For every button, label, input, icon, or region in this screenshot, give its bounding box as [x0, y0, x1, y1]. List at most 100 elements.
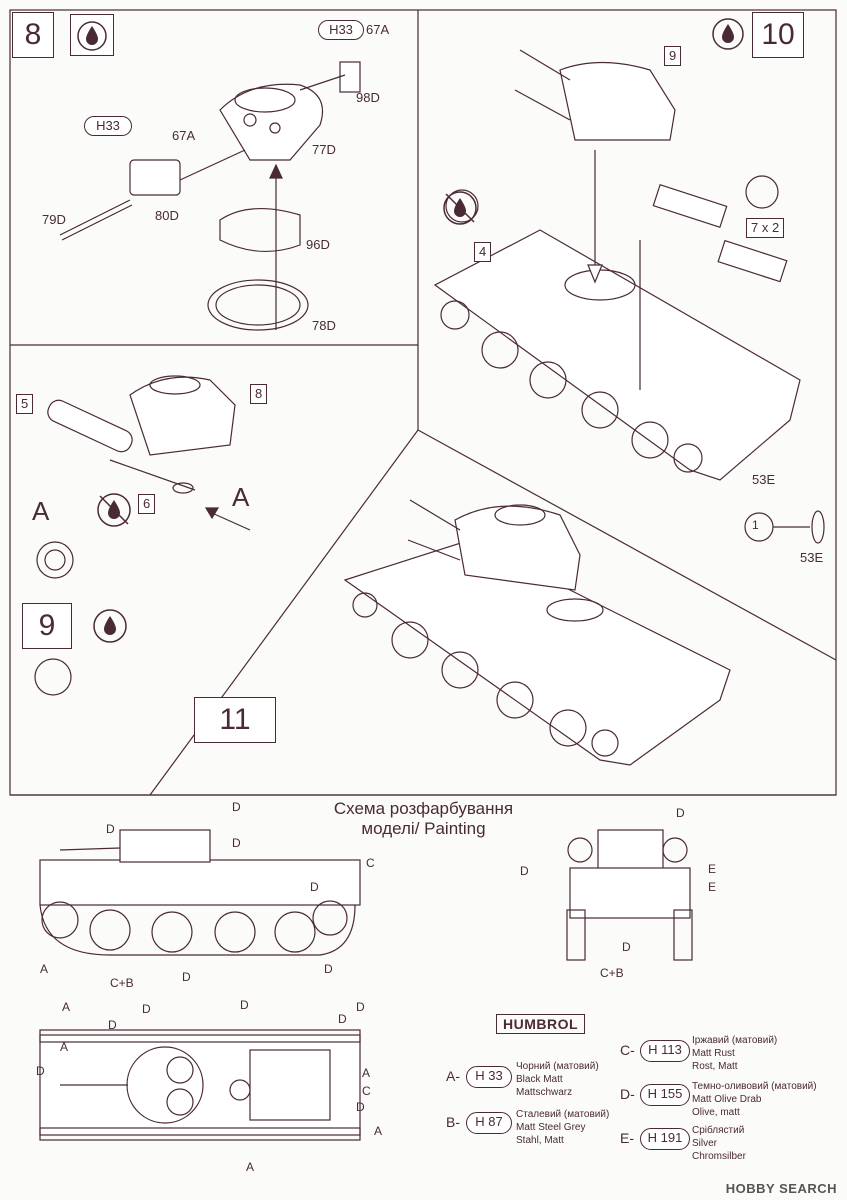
- part-label: 53E: [752, 472, 776, 487]
- paint-letter: C+B: [110, 976, 134, 990]
- part-label: 5: [16, 394, 34, 414]
- subassembly-label: 9: [664, 46, 682, 66]
- paint-code-h155: H 155: [640, 1084, 690, 1106]
- paint-letter: C: [366, 856, 375, 870]
- paint-letter: D: [324, 962, 333, 976]
- painting-title-ua: Схема розфарбування: [333, 799, 514, 818]
- paint-name-en: Matt Olive Drab: [692, 1094, 762, 1105]
- paint-letter: D: [232, 800, 241, 814]
- part-label: 67A: [366, 22, 390, 37]
- part-label: 98D: [356, 90, 380, 105]
- turret-assembly-drawing: [59, 61, 361, 331]
- glue-drop-icon: [77, 21, 107, 51]
- paint-letter-a: A-: [446, 1068, 460, 1084]
- paint-letter: D: [108, 1018, 117, 1032]
- paint-letter: A: [60, 1040, 69, 1054]
- paint-letter-d: D-: [620, 1086, 635, 1102]
- paint-name-en: Matt Rust: [692, 1048, 735, 1059]
- paint-letter: D: [676, 806, 685, 820]
- no-glue-icon-step10: [440, 188, 480, 228]
- paint-letter: C: [362, 1084, 371, 1098]
- paint-letter: D: [240, 998, 249, 1012]
- paint-letter: A: [374, 1124, 383, 1138]
- paint-letter: E: [708, 862, 717, 876]
- paint-code-h113: H 113: [640, 1040, 690, 1062]
- paint-letter: D: [338, 1012, 347, 1026]
- paint-letter: D: [232, 836, 241, 850]
- paint-callout-h33-turret: H33: [318, 20, 364, 40]
- paint-code-h191: H 191: [640, 1128, 690, 1150]
- part-label: 53E: [800, 550, 824, 565]
- paint-name-ua: Чорний (матовий): [516, 1061, 599, 1072]
- part-label: 7 x 2: [746, 218, 785, 238]
- paint-letter: E: [708, 880, 717, 894]
- paint-name-de: Olive, matt: [692, 1107, 740, 1118]
- part-label: 77D: [312, 142, 336, 157]
- gun-install-drawing: [34, 375, 251, 696]
- paint-name-ua: Іржавий (матовий): [692, 1035, 778, 1046]
- step-number-8: 8: [12, 12, 54, 58]
- humbrol-brand-label: HUMBROL: [496, 1014, 586, 1034]
- glue-drop-icon: [93, 609, 127, 643]
- glue-icon-10: [706, 14, 750, 54]
- paint-name-de: Rost, Matt: [692, 1061, 738, 1072]
- step-number-9: 9: [22, 603, 72, 649]
- paint-code-h33: H 33: [466, 1066, 512, 1088]
- paint-letter: D: [182, 970, 191, 984]
- paint-name-de: Chromsilber: [692, 1151, 746, 1162]
- paint-letter: D: [356, 1100, 365, 1114]
- paint-name-en: Matt Steel Grey: [516, 1122, 586, 1133]
- glue-icon-box-8: [70, 14, 114, 56]
- paint-letter: C+B: [600, 966, 624, 980]
- paint-letter-b: B-: [446, 1114, 460, 1130]
- part-label: 78D: [312, 318, 336, 333]
- glue-icon-9: [90, 606, 130, 646]
- paint-letter: D: [310, 880, 319, 894]
- step-number-11: 11: [194, 697, 276, 743]
- side-view-drawing: [39, 829, 361, 956]
- top-view-drawing: [39, 1029, 361, 1141]
- no-glue-icon: [443, 191, 477, 225]
- paint-letter: D: [142, 1002, 151, 1016]
- finished-tank-drawing: [343, 499, 731, 766]
- paint-name-en: Silver: [692, 1138, 718, 1149]
- view-letter: A: [32, 496, 50, 526]
- part-label: 6: [138, 494, 156, 514]
- part-label: 67A: [172, 128, 196, 143]
- paint-name-de: Mattschwarz: [516, 1087, 573, 1098]
- paint-letter: D: [356, 1000, 365, 1014]
- subassembly-label: 4: [474, 242, 492, 262]
- paint-name-de: Stahl, Matt: [516, 1135, 564, 1146]
- glue-drop-icon: [712, 18, 744, 50]
- paint-letter: D: [520, 864, 529, 878]
- paint-letter: D: [106, 822, 115, 836]
- front-view-drawing: [566, 829, 693, 961]
- hull-assembly-drawing: [433, 49, 825, 544]
- paint-letter-e: E-: [620, 1130, 634, 1146]
- step-number-10: 10: [752, 12, 804, 58]
- paint-name-ua: Темно-оливовий (матовий): [692, 1081, 817, 1092]
- part-label: 79D: [42, 212, 66, 227]
- detail-number: 1: [752, 518, 759, 532]
- no-glue-icon: [97, 493, 131, 527]
- part-label: 80D: [155, 208, 179, 223]
- paint-letter: A: [362, 1066, 371, 1080]
- paint-letter: A: [246, 1160, 255, 1174]
- part-label: 96D: [306, 237, 330, 252]
- paint-code-h87: H 87: [466, 1112, 512, 1134]
- paint-letter-c: C-: [620, 1042, 635, 1058]
- paint-letter: D: [622, 940, 631, 954]
- painting-title-en: моделі/ Painting: [361, 819, 486, 838]
- view-letter: A: [232, 482, 250, 512]
- paint-letter: A: [40, 962, 49, 976]
- paint-callout-h33-mantlet: H33: [84, 116, 132, 136]
- paint-name-en: Black Matt: [516, 1074, 563, 1085]
- hobby-search-watermark: HOBBY SEARCH: [725, 1181, 837, 1196]
- subassembly-label: 8: [250, 384, 268, 404]
- paint-name-ua: Сталевий (матовий): [516, 1109, 610, 1120]
- paint-letter: A: [62, 1000, 71, 1014]
- paint-letter: D: [36, 1064, 45, 1078]
- paint-name-ua: Сріблястий: [692, 1125, 745, 1136]
- no-glue-icon-step9: [94, 490, 134, 530]
